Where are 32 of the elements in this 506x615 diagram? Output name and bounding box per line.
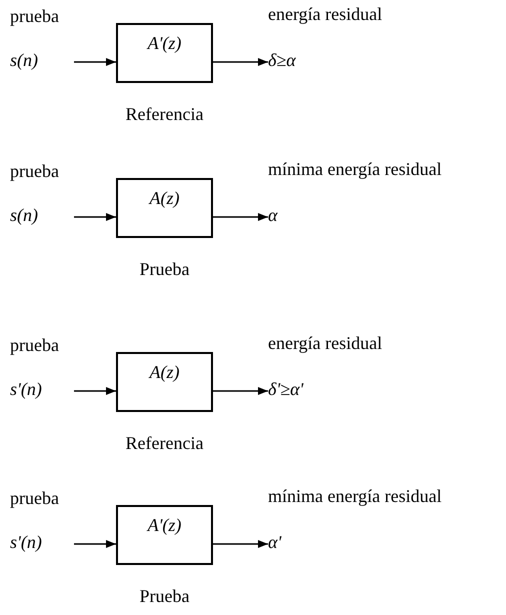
arrow [74,540,116,548]
caption-text: Referencia [126,103,204,125]
caption-text: Prueba [140,585,190,607]
signal-label: prueba [10,5,59,27]
arrow [213,387,268,395]
arrow [213,540,268,548]
signal-label: mínima energía residual [268,485,442,507]
signal-symbol: δ≥α [268,49,296,71]
signal-label: prueba [10,334,59,356]
transfer-function-box: A'(z) [116,505,213,565]
signal-symbol: α [268,204,278,226]
transfer-function-box: A(z) [116,352,213,412]
caption-text: Referencia [126,432,204,454]
signal-symbol: s(n) [10,204,38,226]
arrow [213,58,268,66]
arrow [74,213,116,221]
arrow [213,213,268,221]
signal-symbol: s'(n) [10,378,42,400]
transfer-function-box: A'(z) [116,23,213,83]
signal-label: energía residual [268,3,382,25]
signal-label: mínima energía residual [268,158,442,180]
signal-symbol: s'(n) [10,531,42,553]
transfer-function-box: A(z) [116,178,213,238]
signal-symbol: s(n) [10,49,38,71]
arrow [74,58,116,66]
signal-label: prueba [10,160,59,182]
caption-text: Prueba [140,258,190,280]
arrow [74,387,116,395]
signal-symbol: δ'≥α' [268,378,304,400]
signal-symbol: α' [268,531,282,553]
signal-label: energía residual [268,332,382,354]
signal-label: prueba [10,487,59,509]
